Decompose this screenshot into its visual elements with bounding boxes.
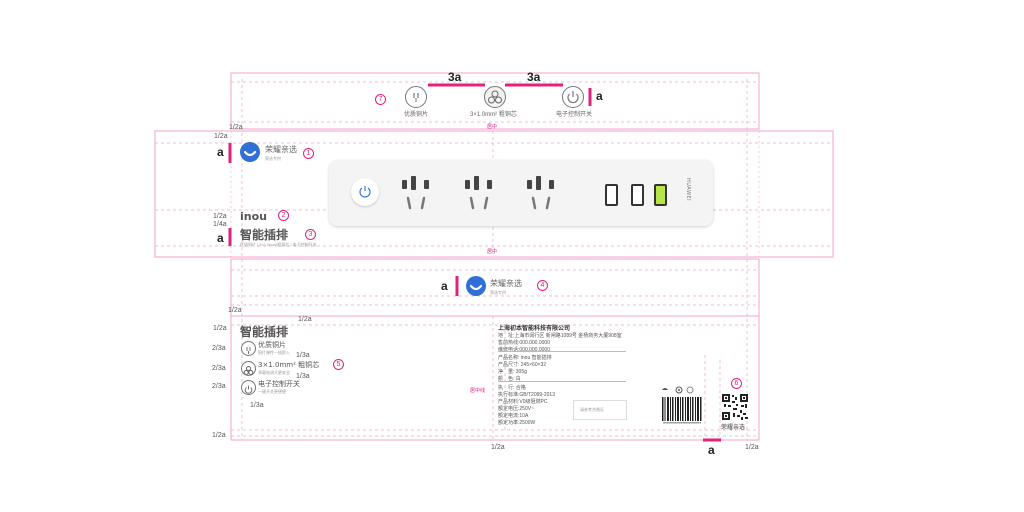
wire-core-icon [484, 86, 506, 108]
marker-5: 5 [333, 359, 344, 370]
top-flap-outline [230, 72, 760, 130]
top-center-label: 居中 [487, 124, 498, 130]
dim-two-thirds-3: 2/3a [212, 383, 226, 390]
certificate-label: 请参考合格证 [580, 407, 604, 412]
dim-a-top: a [596, 89, 603, 103]
side-brand-sub: 荣选专供 [490, 290, 506, 295]
power-strip-image: HUAWEI [329, 160, 713, 226]
spec-line: 颜 色: 白 [498, 376, 521, 382]
dim-third-3: 1/3a [250, 402, 264, 409]
spec-line: 执行标准:GB/T2099-2013 [498, 392, 555, 398]
back-feature-label-1: 优质铜片 [258, 341, 286, 349]
product-name: 智能插排 [240, 228, 289, 242]
dim-half-a-front: 1/2a [214, 133, 228, 140]
brand-name: 荣耀亲选 [265, 145, 297, 154]
wire-core-icon [241, 361, 256, 376]
front-panel-outline [154, 130, 834, 258]
dim-half-a-center: 1/2a [491, 444, 505, 451]
certificate-box: 请参考合格证 [573, 400, 627, 420]
side-brand-logo [466, 276, 486, 296]
strip-brand-text: HUAWEI [685, 178, 691, 202]
front-center-label: 居中 [487, 249, 498, 255]
marker-3: 3 [305, 229, 316, 240]
usb-port-1 [605, 184, 618, 206]
brand-sub: 荣选专供 [265, 156, 281, 161]
dim-half-a-bottom-right: 1/2a [745, 444, 759, 451]
dim-a-title: a [217, 231, 224, 245]
dim-quarter-a: 1/4a [213, 221, 227, 228]
dim-two-thirds-2: 2/3a [212, 365, 226, 372]
back-feature-label-3: 电子控制开关 [258, 380, 300, 388]
back-feature-label-2: 3×1.0mm² 粗铜芯 [258, 361, 320, 369]
marker-1: 1 [303, 148, 314, 159]
spec-line: 产品名称: inou 智能插排 [498, 355, 552, 361]
dim-two-thirds-1: 2/3a [212, 345, 226, 352]
usb-port-3 [654, 184, 667, 206]
dim-half-a-inou: 1/2a [213, 213, 227, 220]
barcode [662, 397, 702, 425]
safety-icons [662, 386, 694, 394]
company-phone: 售前热线:000.000.0000 [498, 340, 550, 346]
dim-3a-right: 3a [527, 70, 541, 84]
dim-half-a-bottom: 1/2a [212, 432, 226, 439]
side-brand-name: 荣耀亲选 [490, 279, 522, 288]
info-divider-1 [498, 351, 626, 352]
spec-line: 额定功率:2500W [498, 420, 536, 426]
dim-3a-left: 3a [448, 70, 462, 84]
dim-a-bottom: a [708, 443, 715, 457]
strip-power-button [351, 178, 379, 206]
company-service: 维修电话:000.000.0000 [498, 347, 550, 353]
product-brand: inou [240, 210, 267, 223]
brand-logo [240, 142, 260, 162]
back-panel-outline [230, 315, 760, 441]
dim-half-a-top: 1/2a [229, 124, 243, 131]
back-center-label: 居中线 [470, 388, 486, 394]
company-name: 上海初本智能科技有限公司 [498, 325, 571, 332]
power-switch-icon [241, 380, 256, 395]
company-address: 地 址:上海市闵行区 新闸路1089号 金杨商务大厦908室 [498, 333, 622, 339]
dim-half-a-back-right: 1/2a [298, 316, 312, 323]
dim-third-1: 1/3a [296, 352, 310, 359]
back-feature-sub-3: 一键开关更便捷 [258, 389, 286, 394]
dim-half-a-back-title: 1/2a [213, 325, 227, 332]
top-feature-label-3: 电子控制开关 [556, 112, 593, 118]
dim-a-logo: a [217, 145, 224, 159]
product-sub: 优质铜片 | 3×1.0mm²粗铜芯 | 电子控制开关 [240, 242, 317, 247]
spec-line: 执 行: 合格 [498, 385, 526, 391]
plug-pins-icon [405, 86, 427, 108]
qr-caption: 荣耀亲选 [721, 424, 746, 431]
spec-line: 额定电压:250V~ [498, 406, 534, 412]
plug-pins-icon [241, 341, 256, 356]
marker-7: 7 [375, 94, 386, 105]
dim-half-a-back-top: 1/2a [228, 307, 242, 314]
spec-line: 产品材料:V0级阻燃PC [498, 399, 548, 405]
power-switch-icon [562, 86, 584, 108]
back-product-name: 智能插排 [240, 325, 289, 339]
dim-a-side: a [441, 279, 448, 293]
spec-line: 净 重: 305g [498, 369, 527, 375]
back-feature-sub-1: 铜片弹性一插即入 [258, 350, 290, 355]
info-divider-2 [498, 381, 626, 382]
usb-port-2 [631, 184, 644, 206]
marker-2: 2 [278, 210, 289, 221]
strip-sockets [402, 176, 554, 210]
back-feature-sub-2: 承载电流大更安全 [258, 370, 290, 375]
top-feature-label-2: 3×1.0mm² 粗铜芯 [470, 112, 517, 118]
qr-code [721, 393, 749, 421]
spec-line: 额定电流:10A [498, 413, 529, 419]
marker-4: 4 [537, 280, 548, 291]
top-feature-label-1: 优质铜片 [404, 112, 429, 118]
spec-line: 产品尺寸: 245×60×32 [498, 362, 547, 368]
dim-third-2: 1/3a [296, 373, 310, 380]
marker-6: 6 [731, 378, 742, 389]
